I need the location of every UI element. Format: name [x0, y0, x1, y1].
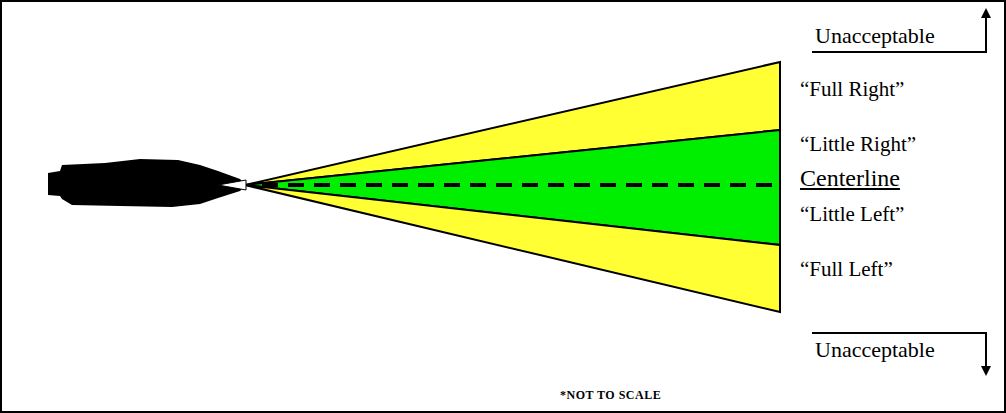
limit-line	[812, 332, 986, 334]
down-arrowhead	[981, 366, 991, 376]
limit-label: Unacceptable	[815, 337, 935, 362]
up-arrowhead	[981, 8, 991, 18]
ship-bow	[50, 176, 58, 193]
ship-silhouette	[48, 159, 246, 207]
scale-note: *NOT TO SCALE	[560, 389, 661, 403]
centerline-label: Centerline	[800, 165, 900, 193]
zone-label: “Little Left”	[800, 202, 904, 226]
up-arrow	[985, 16, 987, 53]
zone-label: “Full Right”	[800, 77, 904, 101]
limit-line	[812, 51, 986, 53]
zone-label: “Full Left”	[800, 257, 893, 281]
apex-wedge	[218, 180, 246, 190]
down-arrow	[985, 332, 987, 368]
limit-label: Unacceptable	[815, 23, 935, 48]
full-left-band	[245, 185, 780, 312]
centerline-dash	[262, 183, 778, 187]
zone-label: “Little Right”	[800, 132, 916, 156]
